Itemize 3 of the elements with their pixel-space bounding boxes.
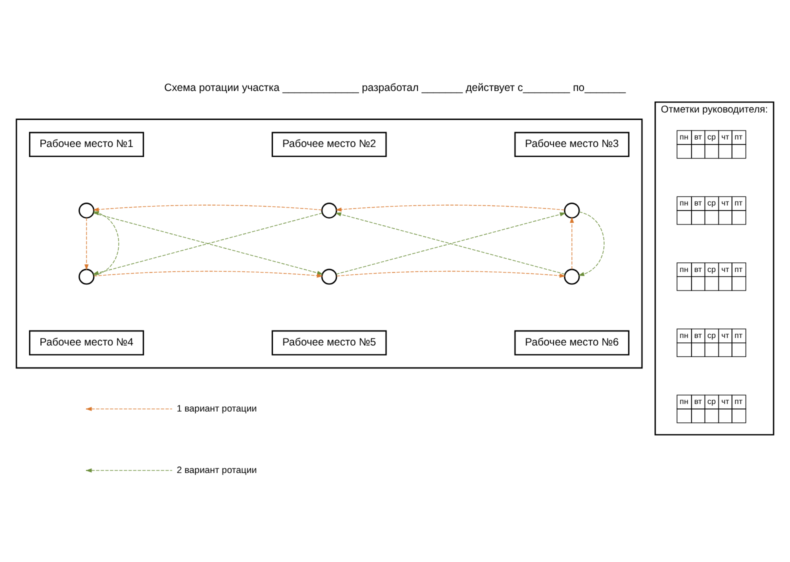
legend-label: 2 вариант ротации	[176, 464, 257, 475]
diagram-title: Схема ротации участка _____________ разработал _______ действует с________ по_______	[164, 82, 626, 94]
legend-label: 1 вариант ротации	[176, 403, 257, 414]
